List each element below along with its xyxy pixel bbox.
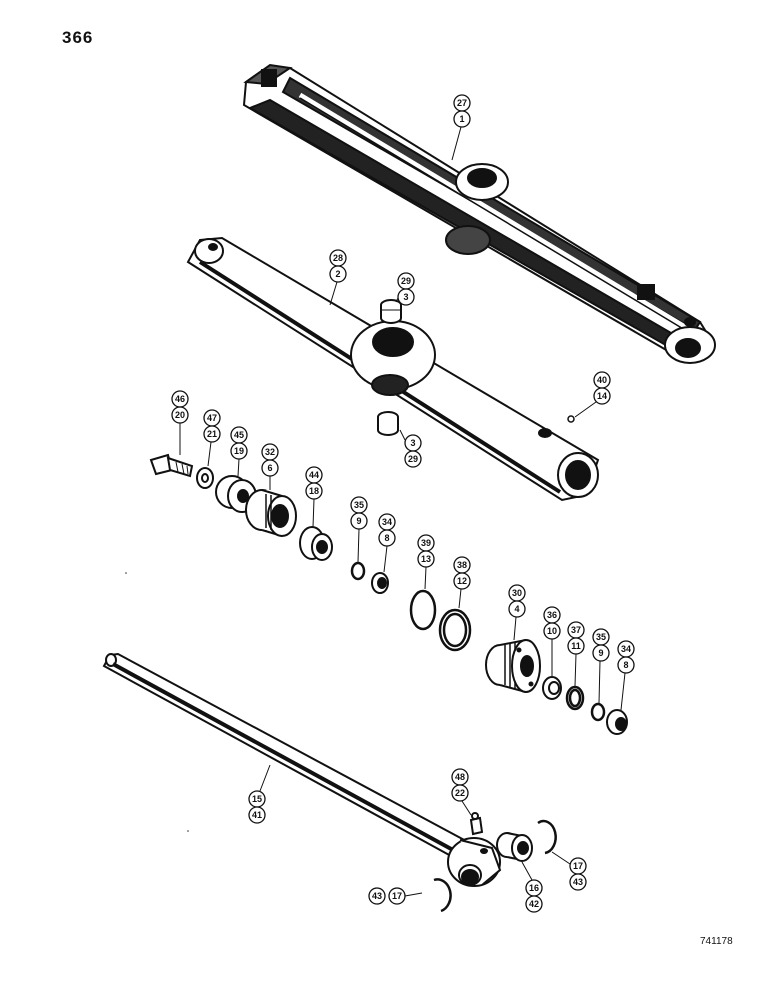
callout-16-42: 16 42	[521, 861, 543, 913]
svg-text:2: 2	[335, 269, 340, 279]
svg-text:10: 10	[547, 626, 557, 636]
callout-37-11: 37 11	[567, 621, 585, 687]
callout-48-22: 48 22	[451, 768, 472, 816]
svg-text:13: 13	[421, 554, 431, 564]
callout-35-9-right: 35 9	[592, 628, 610, 704]
svg-text:40: 40	[597, 375, 607, 385]
callout-43-17-left: 43 17	[368, 887, 423, 905]
svg-text:16: 16	[529, 883, 539, 893]
spacer-drawing	[215, 475, 257, 513]
callout-38-12: 38 12	[453, 556, 471, 609]
callout-3-29: 3 29	[399, 429, 422, 468]
svg-text:21: 21	[207, 429, 217, 439]
washer-drawing	[196, 467, 214, 489]
svg-text:17: 17	[392, 891, 402, 901]
svg-text:9: 9	[598, 648, 603, 658]
o-ring-right-drawing	[590, 702, 606, 722]
svg-text:44: 44	[309, 470, 319, 480]
o-ring-drawing	[350, 561, 366, 581]
barrel-drawing	[186, 236, 600, 502]
rod-bushing-drawing	[496, 832, 533, 862]
bushing-lower-drawing	[377, 411, 399, 436]
callout-15-41: 15 41	[248, 764, 271, 824]
svg-text:4: 4	[514, 604, 519, 614]
callout-17-43-right: 17 43	[551, 851, 587, 891]
drawing-code: 741178	[700, 936, 733, 947]
svg-text:20: 20	[175, 410, 185, 420]
piston-drawing	[245, 489, 297, 537]
callout-32-6: 32 6	[261, 443, 279, 490]
svg-text:29: 29	[401, 276, 411, 286]
svg-text:43: 43	[372, 891, 382, 901]
callout-28-2: 28 2	[329, 249, 347, 306]
callout-34-8-right: 34 8	[617, 640, 635, 711]
bushing-upper-drawing	[380, 299, 402, 324]
svg-text:15: 15	[252, 794, 262, 804]
svg-text:37: 37	[571, 625, 581, 635]
gland-drawing	[485, 639, 541, 693]
callout-47-21: 47 21	[203, 409, 221, 467]
rod-seal-drawing	[542, 676, 562, 700]
callout-36-10: 36 10	[543, 606, 561, 676]
svg-text:47: 47	[207, 413, 217, 423]
svg-text:38: 38	[457, 560, 467, 570]
svg-text:39: 39	[421, 538, 431, 548]
callout-30-4: 30 4	[508, 584, 526, 641]
svg-text:8: 8	[384, 533, 389, 543]
svg-text:41: 41	[252, 810, 262, 820]
svg-text:18: 18	[309, 486, 319, 496]
callout-45-19: 45 19	[230, 426, 248, 477]
svg-text:34: 34	[621, 644, 631, 654]
backup-ring-drawing	[438, 608, 472, 652]
callout-39-13: 39 13	[417, 534, 435, 590]
callout-29-3: 29 3	[395, 272, 415, 306]
callout-44-18: 44 18	[305, 466, 323, 528]
svg-text:28: 28	[333, 253, 343, 263]
snap-ring-right-drawing	[537, 819, 557, 855]
svg-text:43: 43	[573, 877, 583, 887]
svg-text:29: 29	[408, 454, 418, 464]
svg-text:48: 48	[455, 772, 465, 782]
piston-seal-drawing	[299, 526, 333, 561]
svg-text:30: 30	[512, 588, 522, 598]
snap-ring-left-drawing	[433, 878, 452, 913]
seal-drawing	[371, 572, 389, 594]
wiper-drawing	[606, 709, 628, 735]
callout-46-20: 46 20	[171, 390, 189, 455]
svg-text:11: 11	[571, 641, 581, 651]
svg-text:12: 12	[457, 576, 467, 586]
callout-40-14: 40 14	[574, 371, 611, 418]
svg-text:35: 35	[354, 500, 364, 510]
svg-text:6: 6	[267, 463, 272, 473]
svg-text:45: 45	[234, 430, 244, 440]
svg-text:22: 22	[455, 788, 465, 798]
o-ring-large-drawing	[409, 589, 437, 631]
callout-35-9-left: 35 9	[350, 496, 368, 563]
cylinder-assembly-drawing	[242, 63, 716, 364]
bolt-drawing	[149, 453, 194, 478]
svg-text:17: 17	[573, 861, 583, 871]
svg-text:8: 8	[623, 660, 628, 670]
page-number: 366	[62, 28, 94, 47]
svg-text:14: 14	[597, 391, 607, 401]
svg-text:46: 46	[175, 394, 185, 404]
fitting-drawing	[567, 415, 575, 423]
svg-text:1: 1	[459, 114, 464, 124]
svg-text:42: 42	[529, 899, 539, 909]
svg-text:9: 9	[356, 516, 361, 526]
svg-text:32: 32	[265, 447, 275, 457]
svg-text:3: 3	[403, 292, 408, 302]
rod-backup-ring-drawing	[565, 685, 585, 711]
svg-text:27: 27	[457, 98, 467, 108]
piston-rod-drawing	[102, 652, 502, 887]
callout-27-1: 27 1	[451, 94, 471, 161]
svg-text:36: 36	[547, 610, 557, 620]
callout-34-8-left: 34 8	[378, 513, 396, 573]
svg-text:34: 34	[382, 517, 392, 527]
svg-text:3: 3	[410, 438, 415, 448]
svg-text:19: 19	[234, 446, 244, 456]
svg-text:35: 35	[596, 632, 606, 642]
